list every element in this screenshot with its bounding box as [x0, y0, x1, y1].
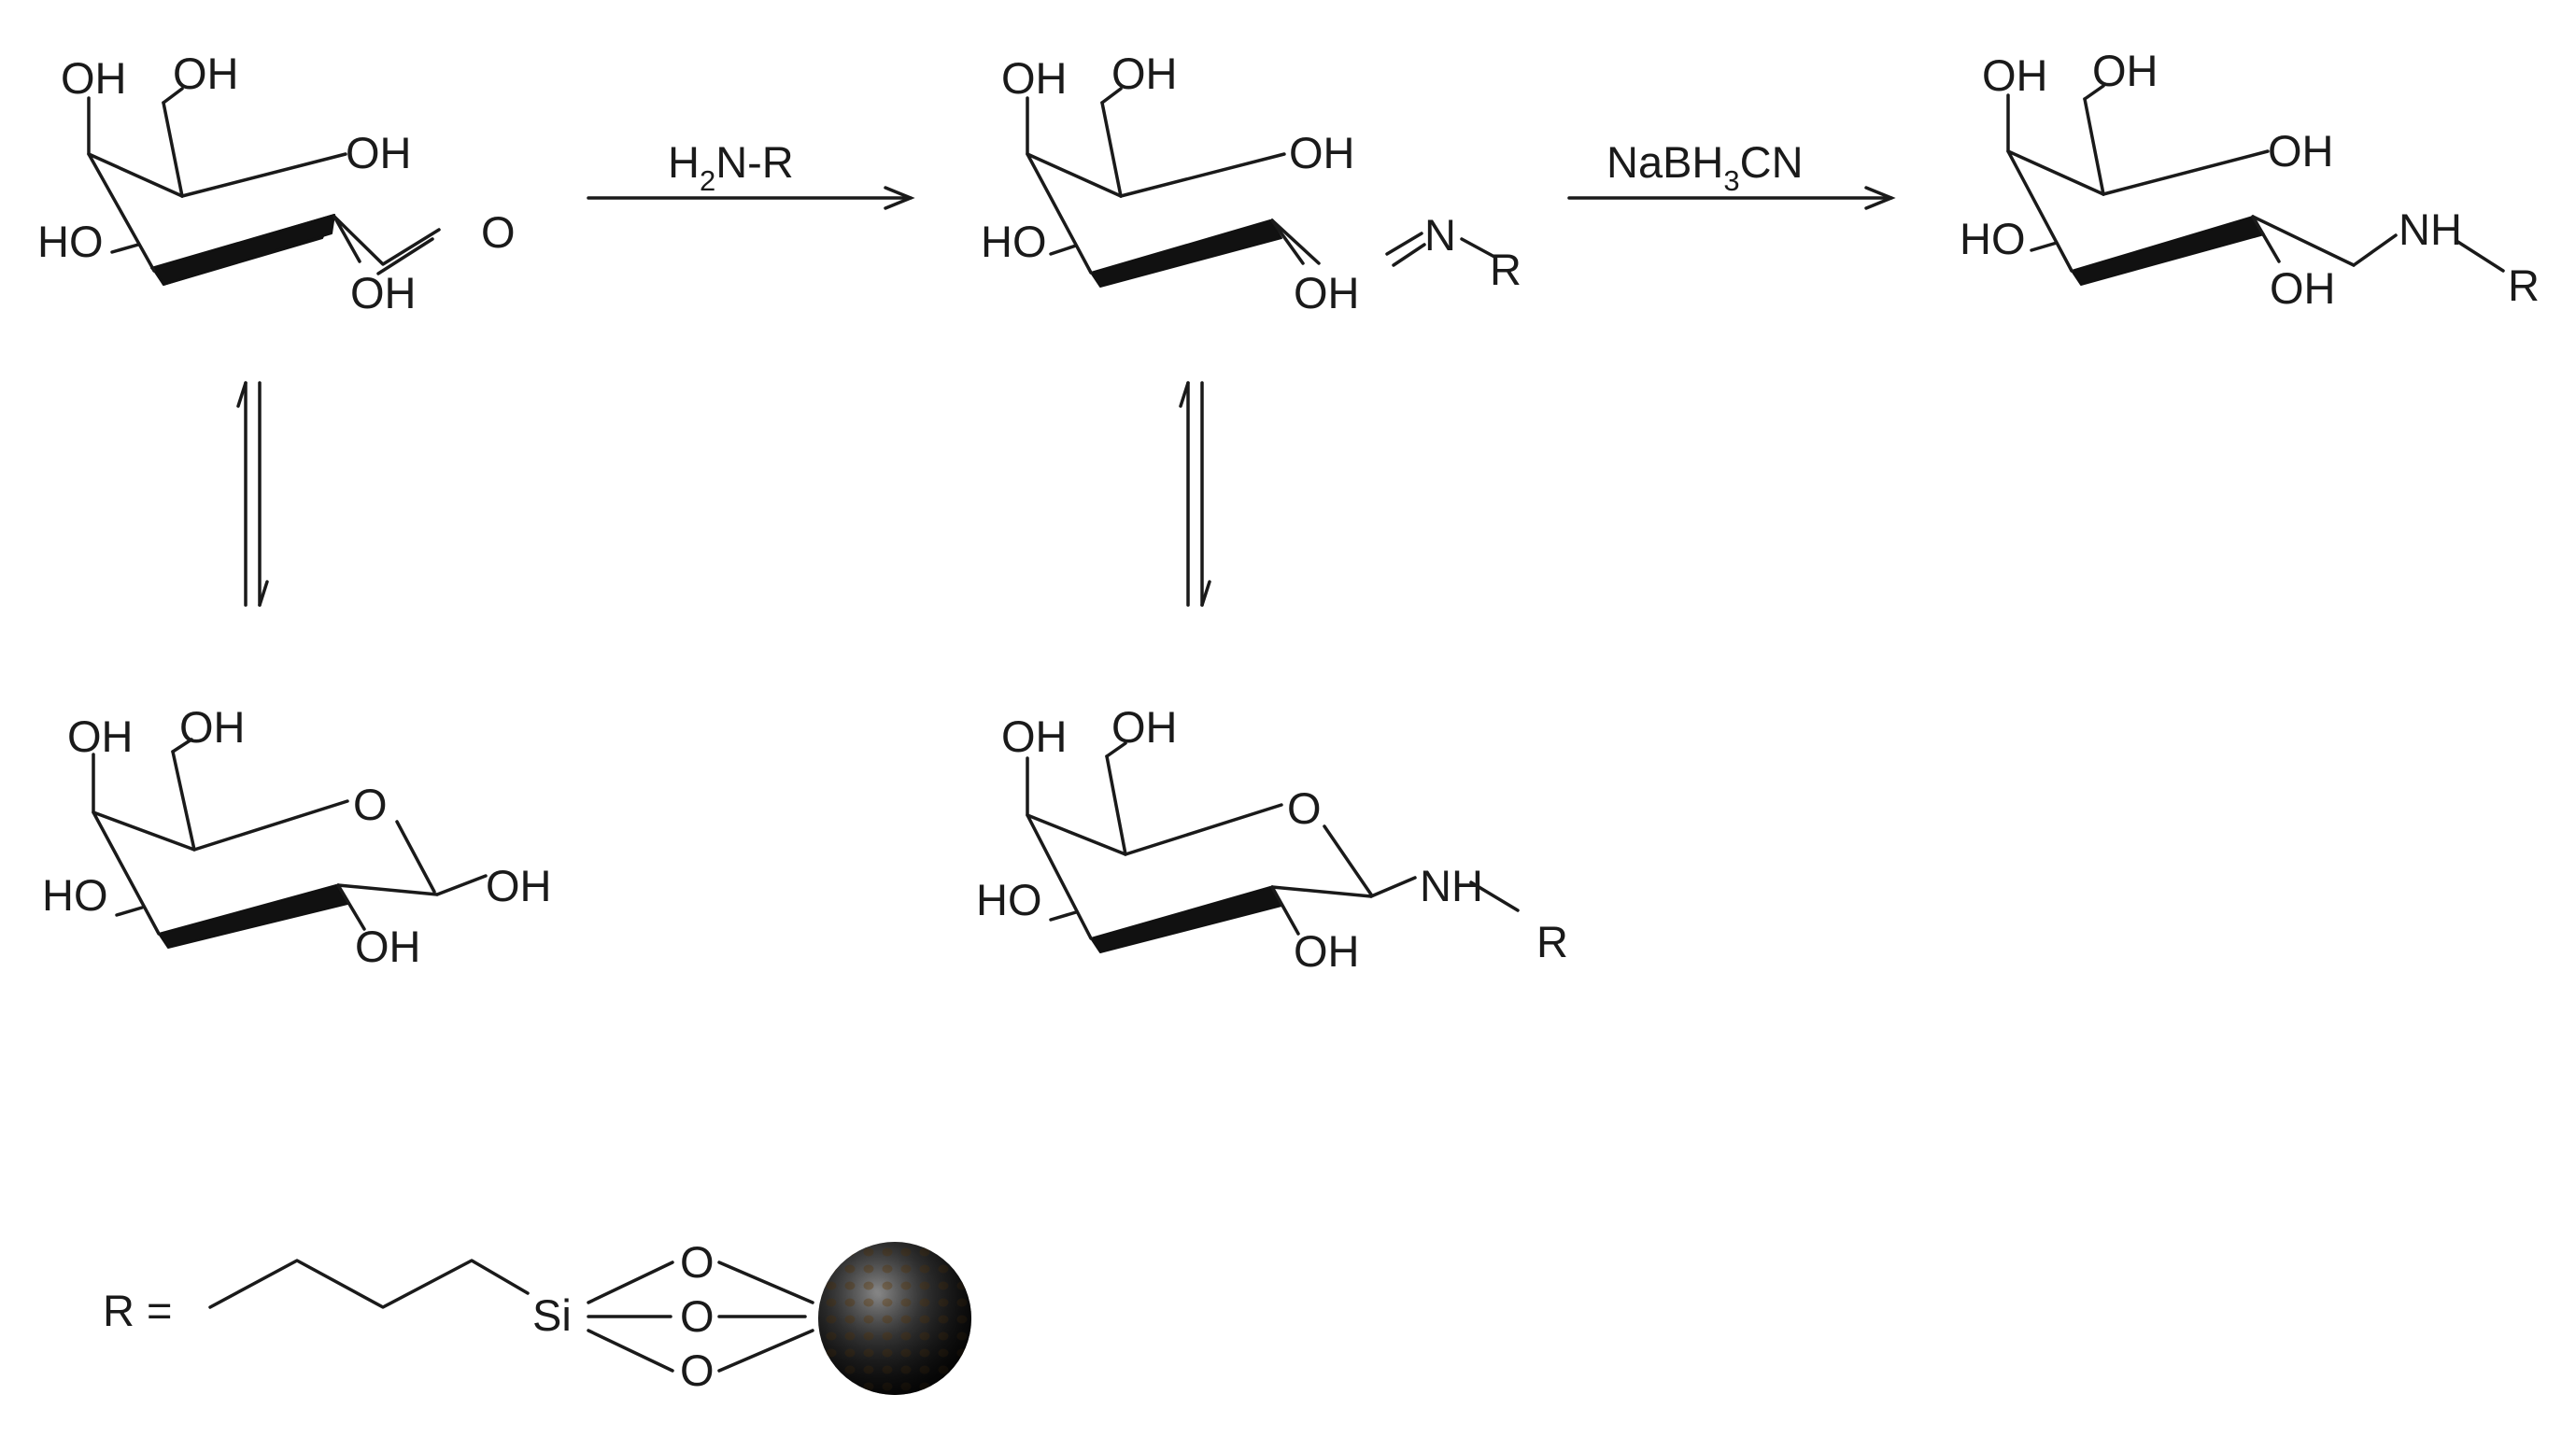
label-oh: OH — [1001, 711, 1068, 761]
label-o: O — [680, 1291, 715, 1341]
molecule-open-chain-aldehyde: OH OH OH HO OH O — [37, 49, 516, 317]
label-ho: HO — [1960, 214, 2026, 263]
label-oh: OH — [173, 49, 239, 98]
label-oh: OH — [486, 861, 552, 910]
molecule-glycosylamine: OH OH O NH R HO OH — [976, 702, 1568, 976]
label-oh: OH — [1982, 50, 2048, 100]
equilibrium-arrow-middle — [1179, 381, 1211, 607]
label-ho: HO — [981, 217, 1047, 266]
reagent-nabh3cn: NaBH3CN — [1606, 137, 1804, 197]
molecule-amine-product: OH OH OH HO OH NH R — [1960, 46, 2540, 313]
label-ho: HO — [976, 875, 1042, 924]
label-oh: OH — [1289, 128, 1355, 177]
label-oh: OH — [2092, 46, 2158, 95]
r-group-definition: R = Si O O O — [103, 1237, 971, 1395]
molecule-pyranose: OH OH O OH HO OH — [42, 702, 552, 971]
label-oh: OH — [2268, 126, 2334, 176]
label-ho: HO — [37, 217, 104, 266]
label-oh: OH — [61, 53, 127, 103]
reaction-arrow-amination: H2N-R — [587, 137, 915, 210]
label-oh: OH — [355, 922, 421, 971]
label-o: O — [481, 207, 516, 257]
label-o: O — [680, 1237, 715, 1287]
label-n: N — [1424, 210, 1456, 260]
molecule-imine: OH OH OH HO OH N R — [981, 49, 1522, 317]
equilibrium-arrow-left — [236, 381, 269, 607]
label-r: R — [1536, 917, 1568, 966]
label-oh: OH — [346, 128, 412, 177]
label-oh: OH — [1111, 702, 1178, 752]
reaction-arrow-reduction: NaBH3CN — [1567, 137, 1896, 210]
label-oh: OH — [1294, 268, 1360, 317]
label-oh: OH — [67, 711, 134, 761]
label-nh: NH — [1420, 861, 1483, 910]
label-nh: NH — [2399, 204, 2462, 254]
label-oh: OH — [1001, 53, 1068, 103]
label-o: O — [680, 1345, 715, 1395]
label-r: R — [2508, 261, 2540, 310]
label-oh: OH — [2270, 263, 2336, 313]
silica-nanoparticle — [818, 1242, 971, 1395]
label-oh: OH — [1294, 926, 1360, 976]
label-o: O — [353, 780, 388, 829]
label-r: R — [1490, 245, 1522, 294]
label-si: Si — [532, 1290, 572, 1340]
label-oh: OH — [179, 702, 246, 752]
label-o: O — [1287, 783, 1322, 833]
reagent-h2n-r: H2N-R — [668, 137, 794, 197]
label-oh: OH — [350, 268, 417, 317]
label-oh: OH — [1111, 49, 1178, 98]
label-ho: HO — [42, 870, 108, 920]
r-equals-label: R = — [103, 1286, 172, 1335]
